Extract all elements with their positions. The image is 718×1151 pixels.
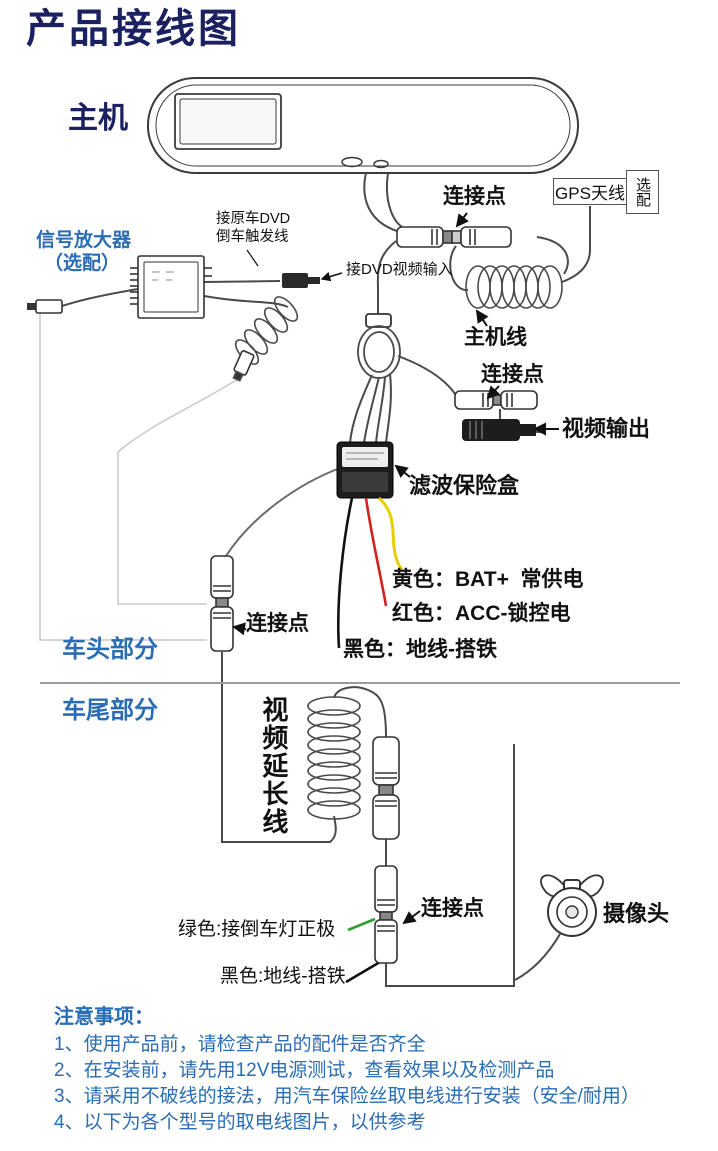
connector-pair-2: [454, 390, 538, 410]
connector-pair-4: [374, 865, 398, 964]
cables: [61, 172, 591, 987]
main-unit-label: 主机: [68, 102, 128, 135]
connector-pair-1: [396, 226, 512, 248]
note-item-2: 2、在安装前，请先用12V电源测试，查看效果以及检测产品: [54, 1060, 555, 1081]
connection-point-2-label: 连接点: [481, 363, 544, 386]
main-cable-label: 主机线: [464, 326, 527, 349]
filter-fuse-box-shape: [336, 441, 394, 499]
power-wires: [336, 496, 404, 984]
gps-optional-label: 选配: [626, 170, 659, 214]
dvd-video-input-label: 接DVD视频输入: [346, 261, 453, 278]
red-wire-label: 红色：ACC-锁控电: [392, 602, 571, 625]
connector-pair-extension: [372, 736, 400, 840]
left-jack: [27, 299, 63, 314]
dvd-trigger-label-line1: 接原车DVD: [216, 211, 291, 227]
signal-amplifier-optional-label: （选配）: [44, 253, 121, 274]
note-item-3: 3、请采用不破线的接法，用汽车保险丝取电线进行安装（安全/耐用）: [54, 1086, 640, 1107]
camera-shape: [540, 874, 604, 937]
rearview-mirror-shape: [147, 77, 579, 174]
video-output-connector: [462, 419, 544, 441]
camera-label: 摄像头: [603, 901, 670, 926]
signal-amplifier-shape: [130, 255, 212, 319]
cable-loop: [357, 313, 401, 379]
black-wire-label: 黑色：地线-搭铁: [343, 638, 497, 661]
connection-point-1-label: 连接点: [443, 185, 506, 208]
notes-heading: 注意事项：: [54, 1006, 154, 1028]
connector-pair-3: [210, 555, 234, 652]
note-item-1: 1、使用产品前，请检查产品的配件是否齐全: [54, 1034, 426, 1055]
page-title: 产品接线图: [26, 7, 241, 51]
video-extension-label: 视频延长线: [258, 696, 289, 836]
rear-black-wire-label: 黑色:地线-搭铁: [220, 966, 346, 987]
filter-fuse-box-label: 滤波保险盒: [409, 473, 520, 498]
amplifier-cable-coil: [232, 296, 299, 382]
connection-point-4-label: 连接点: [421, 897, 484, 920]
video-extension-coil: [307, 696, 361, 820]
note-item-4: 4、以下为各个型号的取电线图片，以供参考: [54, 1112, 426, 1133]
gps-cable-coil: [465, 265, 563, 309]
front-section-label: 车头部分: [62, 636, 158, 663]
green-wire-label: 绿色:接倒车灯正极: [178, 919, 336, 940]
signal-amplifier-label: 信号放大器: [36, 230, 132, 251]
routing-lines: [39, 313, 247, 641]
dvd-trigger-label-line2: 倒车触发线: [216, 229, 289, 245]
gps-antenna-label: GPS天线: [553, 178, 627, 205]
connection-point-3-label: 连接点: [246, 612, 309, 635]
video-output-label: 视频输出: [562, 416, 651, 441]
yellow-wire-label: 黄色：BAT+ 常供电: [392, 568, 584, 591]
rca-plug: [282, 273, 320, 288]
pointer-arrows: [232, 212, 559, 925]
rear-section-label: 车尾部分: [62, 697, 158, 724]
